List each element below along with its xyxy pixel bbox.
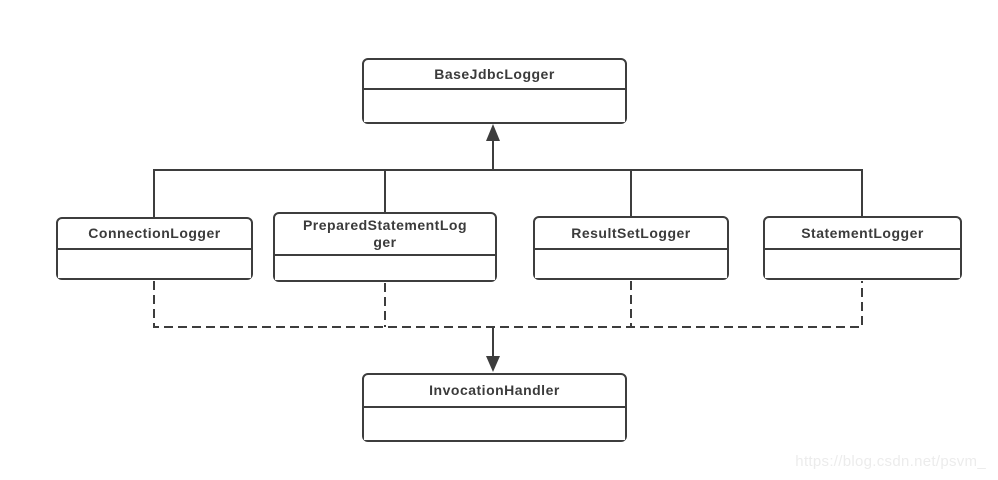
class-attributes-preparedstatementlogger [275,256,495,280]
class-box-connectionlogger: ConnectionLogger [56,217,253,280]
class-name-invocationhandler: InvocationHandler [364,375,625,408]
inheritance-arrowhead-icon [486,124,500,141]
class-name-basejdbclogger: BaseJdbcLogger [364,60,625,90]
csdn-watermark: https://blog.csdn.net/psvm_ [795,453,986,470]
class-attributes-basejdbclogger [364,90,625,122]
class-box-invocationhandler: InvocationHandler [362,373,627,442]
class-box-resultsetlogger: ResultSetLogger [533,216,729,280]
class-name-resultsetlogger: ResultSetLogger [535,218,727,250]
class-attributes-statementlogger [765,250,960,278]
class-attributes-resultsetlogger [535,250,727,278]
class-name-connectionlogger: ConnectionLogger [58,219,251,250]
class-name-statementlogger: StatementLogger [765,218,960,250]
realization-bus-line [153,281,863,328]
class-name-preparedstatementlogger: PreparedStatementLog ger [275,214,495,256]
realization-arrowhead-icon [486,356,500,372]
class-box-basejdbclogger: BaseJdbcLogger [362,58,627,124]
class-attributes-connectionlogger [58,250,251,278]
inheritance-bus-line [153,169,863,217]
class-box-preparedstatementlogger: PreparedStatementLog ger [273,212,497,282]
class-box-statementlogger: StatementLogger [763,216,962,280]
class-attributes-invocationhandler [364,408,625,440]
